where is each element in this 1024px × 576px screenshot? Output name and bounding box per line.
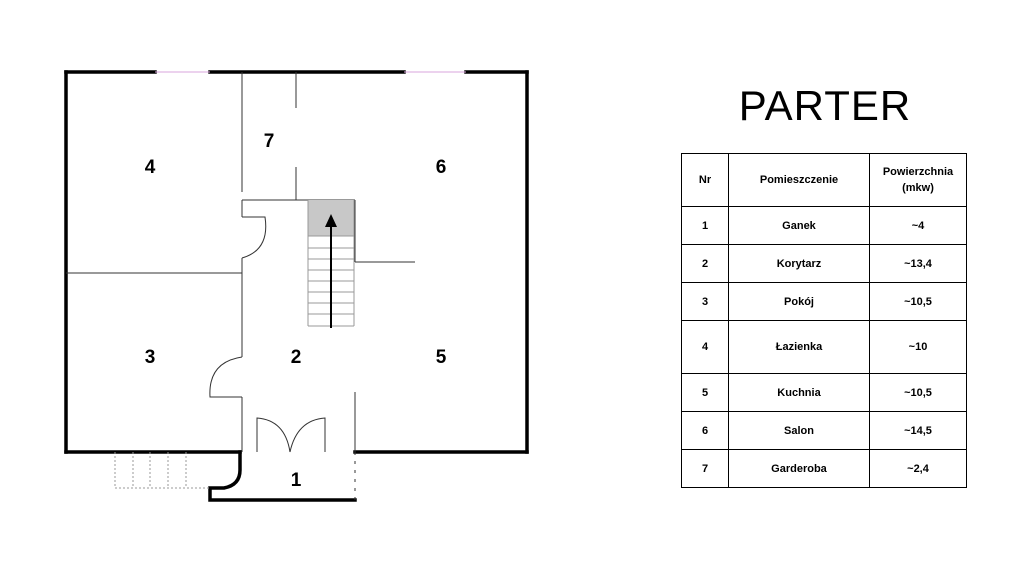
header-area: Powierzchnia (mkw) (869, 153, 967, 207)
cell-nr: 6 (681, 411, 729, 450)
staircase (307, 200, 355, 328)
cell-nr: 4 (681, 320, 729, 374)
cell-area: ~10,5 (869, 373, 967, 412)
table-row: 4 Łazienka ~10 (681, 320, 967, 374)
cell-area: ~13,4 (869, 244, 967, 283)
floor-plan: 1 2 3 4 5 6 7 (64, 70, 529, 502)
header-area-label: Powierzchnia (mkw) (882, 166, 954, 194)
table-row: 3 Pokój ~10,5 (681, 282, 967, 321)
cell-area: ~4 (869, 206, 967, 245)
table-row: 6 Salon ~14,5 (681, 411, 967, 450)
cell-area: ~2,4 (869, 449, 967, 488)
room-label-2: 2 (291, 347, 302, 368)
room-label-5: 5 (436, 347, 447, 368)
room-label-7: 7 (264, 131, 275, 152)
cell-nr: 7 (681, 449, 729, 488)
door-entrance-left (256, 417, 291, 453)
wall-porch (208, 450, 357, 502)
cell-room: Łazienka (728, 320, 870, 374)
cell-room: Salon (728, 411, 870, 450)
door-room3-swing (209, 356, 243, 398)
doors (209, 216, 326, 453)
table-header-row: Nr Pomieszczenie Powierzchnia (mkw) (681, 153, 967, 207)
floor-title: PARTER (738, 82, 912, 129)
room-label-3: 3 (145, 347, 156, 368)
cell-nr: 5 (681, 373, 729, 412)
cell-room: Ganek (728, 206, 870, 245)
room-label-4: 4 (145, 157, 156, 178)
cell-room: Korytarz (728, 244, 870, 283)
cell-area: ~14,5 (869, 411, 967, 450)
cell-nr: 1 (681, 206, 729, 245)
table-row: 7 Garderoba ~2,4 (681, 449, 967, 488)
cell-room: Pokój (728, 282, 870, 321)
table-row: 5 Kuchnia ~10,5 (681, 373, 967, 412)
cell-area: ~10,5 (869, 282, 967, 321)
entrance-steps (114, 452, 210, 489)
room-label-6: 6 (436, 157, 447, 178)
cell-room: Garderoba (728, 449, 870, 488)
table-row: 1 Ganek ~4 (681, 206, 967, 245)
interior-walls (66, 72, 415, 500)
cell-nr: 3 (681, 282, 729, 321)
room-area-table: Nr Pomieszczenie Powierzchnia (mkw) 1 Ga… (681, 153, 967, 488)
table-row: 2 Korytarz ~13,4 (681, 244, 967, 283)
door-bathroom-swing (241, 216, 267, 259)
room-labels: 1 2 3 4 5 6 7 (145, 131, 447, 491)
cell-room: Kuchnia (728, 373, 870, 412)
header-nr: Nr (681, 153, 729, 207)
room-label-1: 1 (291, 470, 302, 491)
cell-nr: 2 (681, 244, 729, 283)
door-entrance-right (289, 417, 326, 453)
stair-arrow-head-icon (325, 214, 337, 227)
cell-area: ~10 (869, 320, 967, 374)
header-room: Pomieszczenie (728, 153, 870, 207)
